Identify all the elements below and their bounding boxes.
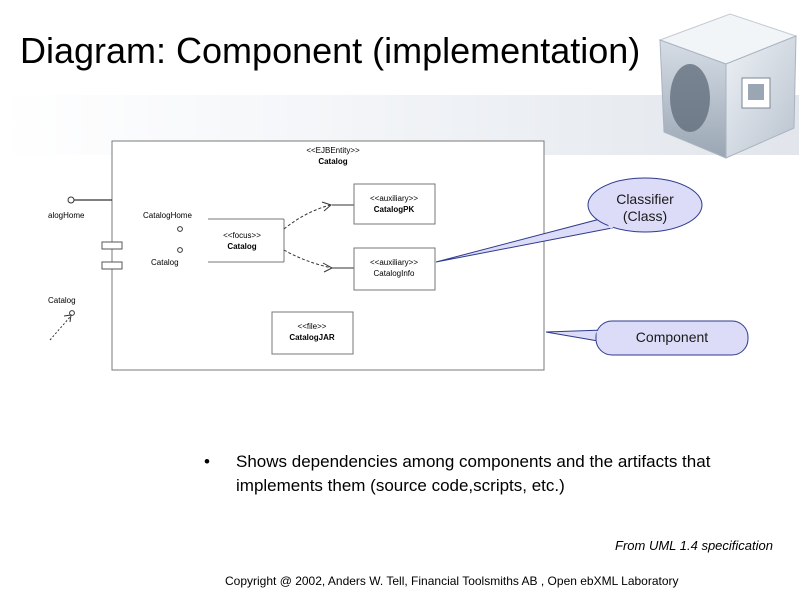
classifier-callout-line2: (Class)	[623, 208, 667, 224]
bullet-text: Shows dependencies among components and …	[236, 452, 711, 495]
slide-title: Diagram: Component (implementation)	[20, 30, 641, 71]
aux2-name: CatalogInfo	[374, 269, 415, 278]
interface-lollipop-icon	[67, 196, 75, 204]
focus-stereotype: <<focus>>	[223, 231, 261, 240]
source-note: From UML 1.4 specification	[615, 538, 773, 553]
aux2-stereotype: <<auxiliary>>	[370, 258, 418, 267]
file-stereotype: <<file>>	[298, 322, 327, 331]
dependency-arrow-info	[283, 249, 333, 269]
focus-name: Catalog	[227, 242, 256, 251]
component-callout: Component	[545, 320, 749, 356]
auxiliary-class-info	[353, 247, 436, 291]
component-name: Catalog	[318, 157, 347, 166]
auxiliary-class-pk	[353, 183, 436, 225]
component-diagram: <<EJBEntity>> Catalog alogHome CatalogHo…	[48, 140, 545, 371]
component-tab-upper	[101, 241, 123, 250]
bullet-marker: •	[204, 452, 210, 471]
component-tab-lower	[101, 261, 123, 270]
component-callout-label: Component	[636, 329, 708, 345]
cube-decoration-icon	[658, 13, 798, 159]
interface-circle-icon	[177, 247, 183, 253]
dependency-arrow-pk	[283, 204, 331, 230]
interface-catalog-label: Catalog	[151, 258, 179, 267]
interface-left-label: alogHome	[48, 211, 85, 220]
interface-circle-icon	[177, 226, 183, 232]
component-stereotype: <<EJBEntity>>	[306, 146, 360, 155]
aux1-name: CatalogPK	[374, 205, 415, 214]
classifier-callout: Classifier (Class)	[435, 177, 703, 263]
interface-circle-icon	[69, 310, 75, 316]
aux1-stereotype: <<auxiliary>>	[370, 194, 418, 203]
file-name: CatalogJAR	[289, 333, 335, 342]
copyright-footer: Copyright @ 2002, Anders W. Tell, Financ…	[225, 574, 679, 588]
interface-catalog-home-label: CatalogHome	[143, 211, 192, 220]
classifier-callout-line1: Classifier	[616, 191, 674, 207]
file-artifact	[271, 311, 354, 355]
interface-bottom-left-label: Catalog	[48, 296, 76, 305]
